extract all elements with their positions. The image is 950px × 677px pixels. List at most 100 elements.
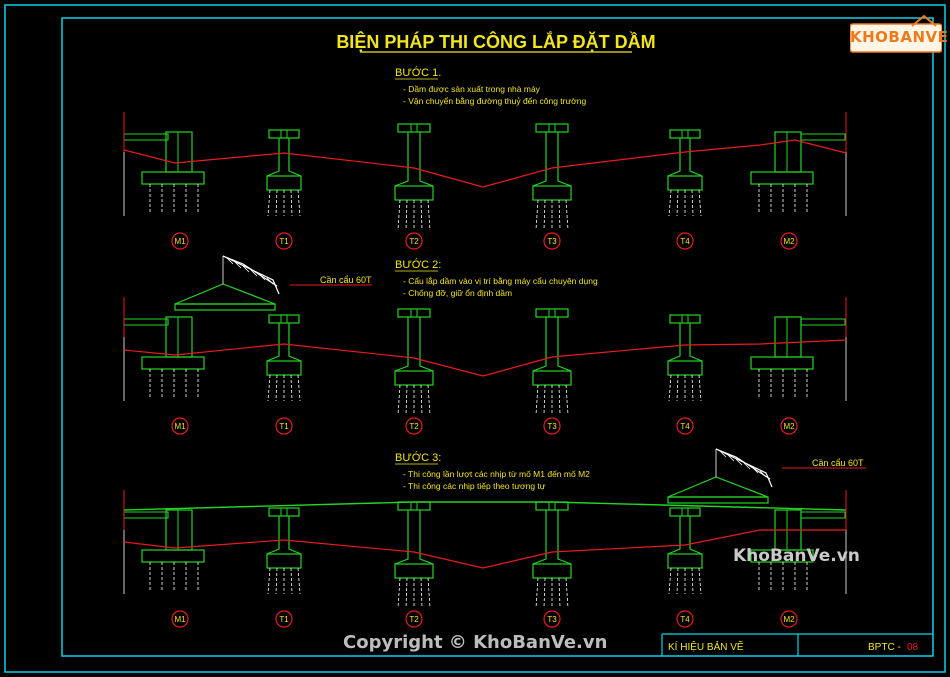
ground-profile	[123, 139, 847, 188]
pile	[275, 567, 278, 595]
pier-footing	[532, 185, 572, 201]
pile	[267, 189, 271, 217]
support-label: T1	[279, 615, 289, 624]
approach-slab	[800, 318, 846, 326]
crane-lattice	[226, 257, 234, 265]
pile	[676, 374, 679, 402]
pier-cap	[669, 507, 701, 517]
abutment-wall	[165, 509, 193, 551]
support-label-circle	[405, 417, 423, 435]
pile	[565, 199, 569, 231]
support-label-circle	[171, 610, 189, 628]
crane-lattice	[234, 261, 242, 269]
approach-slab	[800, 511, 846, 519]
pile	[267, 374, 271, 402]
support-label-circle	[405, 610, 423, 628]
support-label: T2	[409, 422, 419, 431]
crane-lattice	[735, 458, 743, 466]
pier-cap	[535, 123, 569, 133]
support-label: T2	[409, 615, 419, 624]
support-label-circle	[171, 417, 189, 435]
pile	[290, 374, 293, 402]
pier-footing	[667, 175, 703, 191]
pile	[558, 577, 561, 609]
step-note: - Thi công lần lượt các nhịp từ mố M1 đế…	[403, 469, 590, 479]
crane-lattice	[759, 470, 767, 478]
crane-lattice	[719, 450, 727, 458]
pile	[397, 384, 401, 416]
support-label-circle	[405, 232, 423, 250]
support-label: M2	[783, 422, 795, 431]
pier-cap	[268, 507, 300, 517]
watermark-copyright: Copyright © KhoBanVe.vn	[343, 632, 608, 653]
pile	[267, 567, 271, 595]
pile	[427, 577, 431, 609]
pile	[420, 577, 423, 609]
support-label-circle	[171, 232, 189, 250]
abutment-footing	[141, 549, 205, 563]
pier-cap	[535, 308, 569, 318]
support-label-circle	[275, 610, 293, 628]
outer-frame	[4, 4, 946, 673]
crane-lattice	[266, 277, 274, 285]
pile	[698, 189, 702, 217]
pier-cap	[397, 308, 431, 318]
pier-footing	[667, 360, 703, 376]
bridge-deck	[123, 501, 847, 511]
pier-cap	[268, 129, 300, 139]
pile	[535, 199, 539, 231]
support-label: M1	[174, 615, 186, 624]
support-label: T2	[409, 237, 419, 246]
pier-footing	[266, 175, 302, 191]
lifted-girder-sling	[174, 283, 276, 305]
support-label-circle	[676, 417, 694, 435]
pile	[558, 199, 561, 231]
abutment-footing	[141, 356, 205, 370]
lifted-girder	[667, 496, 769, 504]
support-label-circle	[543, 232, 561, 250]
support-label-circle	[676, 610, 694, 628]
house-icon	[849, 14, 943, 53]
support-label-circle	[676, 232, 694, 250]
pile	[275, 374, 278, 402]
logo-text: KHOBANVE	[850, 28, 949, 46]
support-label-circle	[275, 417, 293, 435]
abutment-wall	[774, 316, 802, 358]
pile	[543, 577, 546, 609]
pier-footing	[532, 563, 572, 579]
pile	[420, 384, 423, 416]
ground-profile	[123, 529, 846, 569]
step-note: - Vận chuyển bằng đường thuỷ đến công tr…	[403, 96, 586, 106]
logo-badge: KHOBANVE	[849, 14, 949, 54]
pier-cap	[535, 501, 569, 511]
pile	[405, 384, 408, 416]
support-label-circle	[780, 417, 798, 435]
inner-frame	[61, 17, 934, 657]
pier-column	[266, 516, 302, 555]
pier-column	[266, 138, 302, 177]
crane-lattice	[250, 269, 258, 277]
support-label-circle	[780, 232, 798, 250]
pier-footing	[266, 553, 302, 569]
pile	[297, 374, 301, 402]
watermark-site: KhoBanVe.vn	[733, 546, 860, 566]
pier-footing	[266, 360, 302, 376]
pile	[427, 384, 431, 416]
pier-cap	[268, 314, 300, 324]
support-label: T3	[547, 237, 557, 246]
pile	[290, 189, 293, 217]
pile	[397, 577, 401, 609]
pile	[691, 189, 694, 217]
crane-lattice	[727, 454, 735, 462]
support-label: T4	[680, 615, 690, 624]
support-label: M2	[783, 237, 795, 246]
pile	[668, 567, 672, 595]
support-label: T3	[547, 422, 557, 431]
pier-cap	[669, 129, 701, 139]
crane-boom	[715, 448, 773, 488]
pier-column	[532, 317, 572, 372]
crane-boom	[222, 255, 280, 295]
crane-lattice	[242, 265, 250, 273]
crane-lattice	[743, 462, 751, 470]
